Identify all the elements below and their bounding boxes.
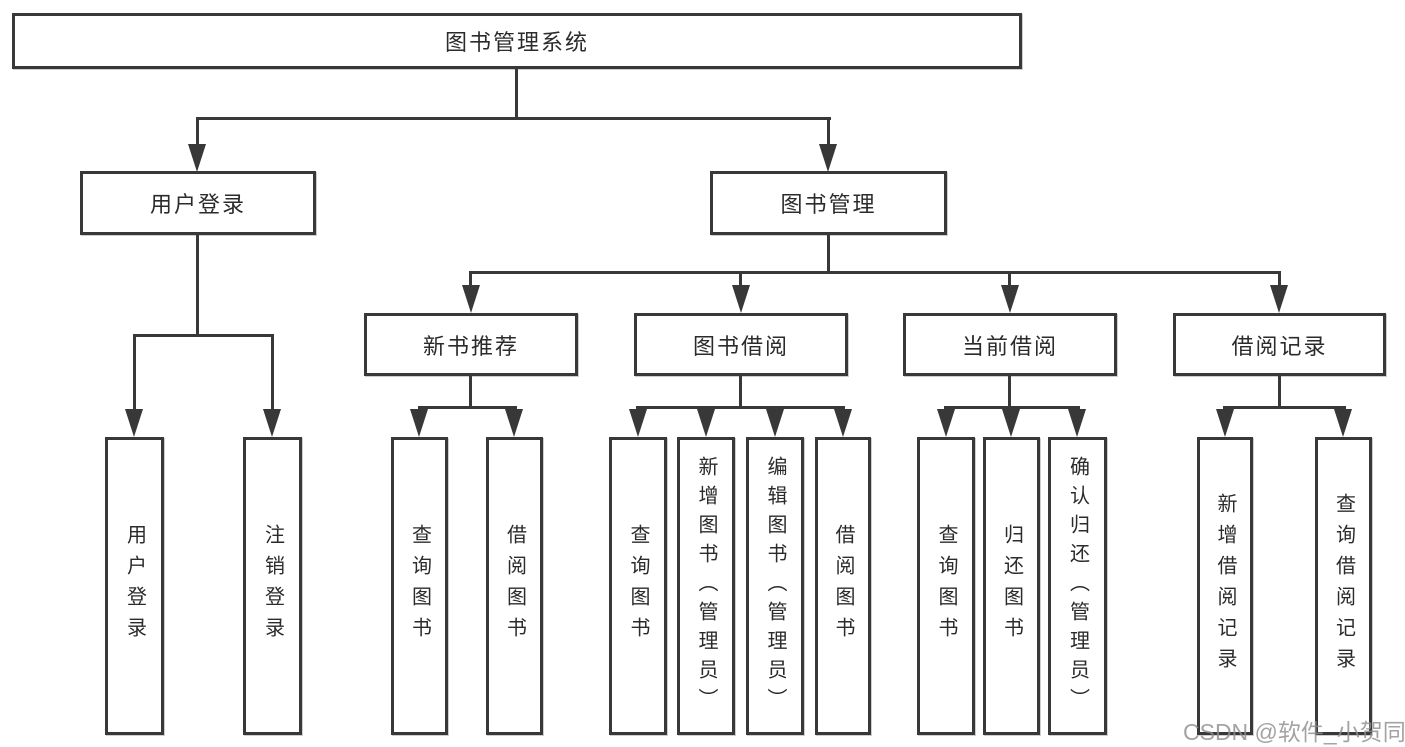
connector-line (636, 406, 845, 409)
node-label: 新书推荐 (422, 333, 519, 359)
node-query-books: 查询图书 (391, 437, 448, 735)
arrowhead (697, 409, 715, 437)
arrowhead (263, 409, 281, 437)
node-user-login-action: 用户登录 (105, 437, 164, 735)
arrowhead (1334, 409, 1352, 437)
connector-line (515, 69, 518, 120)
arrowhead (125, 409, 143, 437)
node-label: 编辑图书（管理员） (764, 455, 786, 717)
arrowhead (834, 409, 852, 437)
connector-line (1008, 271, 1011, 289)
node-edit-book-admin: 编辑图书（管理员） (746, 437, 804, 735)
node-query-borrow-record: 查询借阅记录 (1315, 437, 1372, 735)
node-return-books: 归还图书 (983, 437, 1040, 735)
node-book-management: 图书管理 (710, 171, 947, 235)
node-label: 注销登录 (261, 524, 284, 648)
node-library-management-system: 图书管理系统 (12, 13, 1022, 69)
connector-line (739, 376, 742, 409)
node-label: 查询图书 (627, 524, 649, 648)
node-label: 查询借阅记录 (1332, 493, 1355, 679)
connector-line (827, 235, 830, 274)
node-label: 查询图书 (408, 524, 431, 648)
node-user-login: 用户登录 (80, 171, 316, 235)
arrowhead (505, 409, 523, 437)
connector-line (944, 406, 1080, 409)
connector-line (469, 376, 472, 409)
arrowhead (462, 285, 480, 313)
connector-line (469, 271, 472, 289)
arrowhead (410, 409, 428, 437)
node-label: 当前借阅 (961, 333, 1058, 359)
node-label: 用户登录 (149, 192, 246, 217)
connector-line (133, 334, 136, 412)
arrowhead (1001, 285, 1019, 313)
node-new-book-recommendation: 新书推荐 (364, 313, 578, 376)
connector-line (196, 117, 199, 147)
node-label: 新增图书（管理员） (695, 455, 717, 717)
node-label: 借阅图书 (503, 524, 526, 648)
node-label: 图书借阅 (692, 333, 789, 359)
node-current-borrowing: 当前借阅 (903, 313, 1117, 376)
node-label: 图书管理系统 (444, 30, 589, 55)
connector-line (1223, 406, 1346, 409)
connector-line (196, 235, 199, 337)
arrowhead (1068, 409, 1086, 437)
node-label: 用户登录 (123, 524, 146, 648)
node-query-books: 查询图书 (609, 437, 667, 735)
arrowhead (629, 409, 647, 437)
node-logout-action: 注销登录 (243, 437, 302, 735)
arrowhead (1002, 409, 1020, 437)
connector-line (1278, 376, 1281, 409)
arrowhead (819, 144, 837, 172)
connector-line (271, 334, 274, 412)
node-borrowing-records: 借阅记录 (1173, 313, 1386, 376)
node-add-book-admin: 新增图书（管理员） (677, 437, 735, 735)
arrowhead (188, 144, 206, 172)
connector-line (1278, 271, 1281, 289)
node-label: 借阅记录 (1231, 333, 1328, 359)
node-book-borrowing: 图书借阅 (634, 313, 848, 376)
node-query-books: 查询图书 (917, 437, 975, 735)
connector-line (739, 271, 742, 289)
connector-line (1008, 376, 1011, 409)
node-label: 借阅图书 (832, 524, 854, 648)
watermark: CSDN @软件_小贺同学 (1183, 719, 1405, 745)
connector-line (827, 117, 830, 147)
arrowhead (1216, 409, 1234, 437)
node-confirm-return-admin: 确认归还（管理员） (1048, 437, 1107, 735)
connector-line (469, 271, 1281, 274)
connector-line (133, 334, 274, 337)
arrowhead (1270, 285, 1288, 313)
connector-line (196, 117, 831, 120)
arrowhead (766, 409, 784, 437)
node-label: 确认归还（管理员） (1066, 455, 1089, 717)
node-label: 新增借阅记录 (1214, 493, 1236, 679)
connector-line (418, 406, 517, 409)
node-label: 归还图书 (1000, 524, 1023, 648)
node-add-borrow-record: 新增借阅记录 (1197, 437, 1253, 735)
arrowhead (732, 285, 750, 313)
node-label: 查询图书 (935, 524, 957, 648)
node-borrow-books: 借阅图书 (815, 437, 871, 735)
arrowhead (937, 409, 955, 437)
node-label: 图书管理 (780, 192, 877, 217)
node-borrow-books: 借阅图书 (486, 437, 543, 735)
